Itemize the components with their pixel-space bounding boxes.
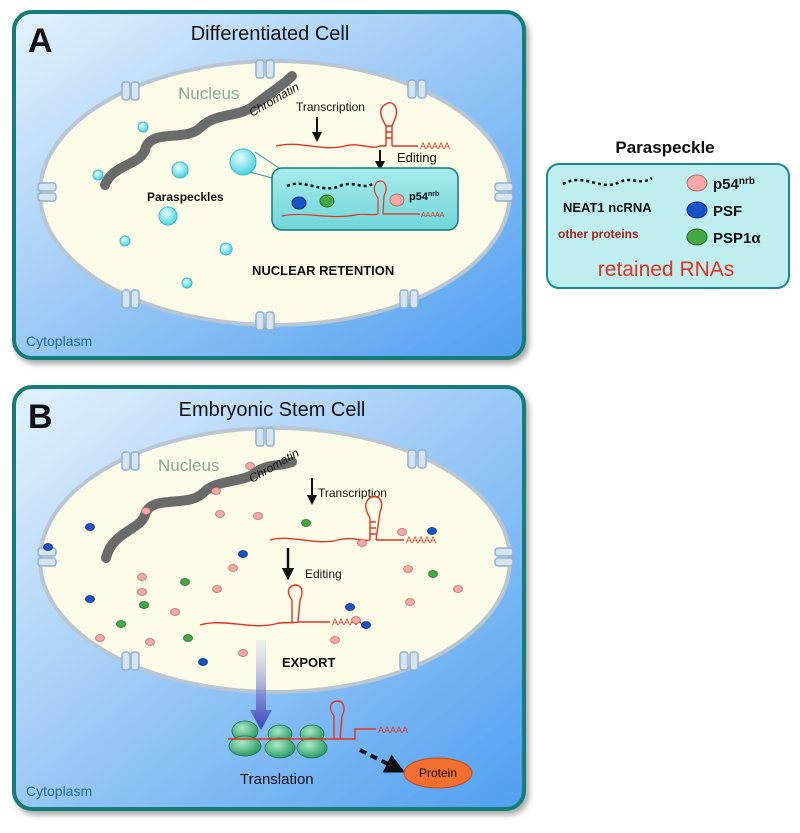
legend-ncrna-label: NEAT1 ncRNA bbox=[563, 200, 652, 215]
panel-a-title: Differentiated Cell bbox=[191, 23, 350, 45]
polya-b-3: AAAAA bbox=[378, 725, 408, 735]
legend-p54-label: p54nrb bbox=[713, 176, 755, 193]
rna-a bbox=[275, 102, 418, 149]
export-arrow bbox=[250, 640, 272, 730]
chromatin-a bbox=[100, 71, 297, 190]
cytoplasm-a-label: Cytoplasm bbox=[26, 333, 92, 349]
panel-a: A Differentiated Cell Nucleus Chromatin … bbox=[12, 10, 526, 360]
ribosomes bbox=[228, 720, 328, 759]
polya-a: AAAAA bbox=[420, 141, 450, 151]
zoom-psp1 bbox=[319, 194, 335, 208]
panel-b-letter: B bbox=[28, 398, 53, 436]
zoom-connector bbox=[249, 151, 283, 179]
panel-a-letter: A bbox=[28, 22, 53, 60]
paraspeckles-a-label: Paraspeckles bbox=[147, 190, 224, 204]
legend-title: Paraspeckle bbox=[615, 138, 714, 157]
zoom-p54-label: p54nrb bbox=[409, 191, 439, 203]
legend-retained-label: retained RNAs bbox=[598, 258, 735, 281]
nucleus-a-label: Nucleus bbox=[178, 84, 239, 103]
export-label: EXPORT bbox=[282, 655, 336, 670]
legend-psf-icon bbox=[686, 201, 708, 219]
zoom-neat1 bbox=[286, 182, 373, 190]
legend-ncrna-icon bbox=[562, 176, 653, 187]
panel-b: B Embryonic Stem Cell Nucleus Chromatin … bbox=[12, 385, 526, 811]
zoom-p54 bbox=[389, 193, 405, 207]
nuclear-pores-a bbox=[37, 59, 514, 331]
nuclear-retention-label: NUCLEAR RETENTION bbox=[252, 263, 394, 278]
nucleus-b-label: Nucleus bbox=[158, 456, 219, 475]
transcription-b-label: Transcription bbox=[318, 486, 387, 500]
protein-arrow bbox=[359, 748, 405, 773]
legend-psp1-icon bbox=[686, 228, 708, 246]
protein-label: Protein bbox=[419, 766, 457, 780]
legend-other-label: other proteins bbox=[558, 227, 639, 241]
legend-p54-icon bbox=[686, 174, 708, 192]
nuclear-pores-b bbox=[37, 427, 514, 671]
paraspeckles-a bbox=[92, 121, 257, 289]
chromatin-b bbox=[101, 457, 297, 563]
cytoplasm-b-label: Cytoplasm bbox=[26, 783, 92, 799]
zoom-psf bbox=[291, 196, 307, 210]
polya-b-2: AAAAA bbox=[332, 617, 362, 627]
legend: Paraspeckle NEAT1 ncRNA other proteins p… bbox=[546, 138, 790, 289]
translation-label: Translation bbox=[240, 771, 314, 788]
rna-b-3 bbox=[228, 700, 376, 740]
editing-a-label: Editing bbox=[397, 150, 437, 165]
legend-psf-label: PSF bbox=[713, 203, 742, 220]
polya-b-1: AAAAA bbox=[406, 535, 436, 545]
zoom-rna bbox=[281, 180, 420, 218]
zoom-polya: AAAAA bbox=[421, 212, 445, 219]
protein-node bbox=[403, 757, 473, 789]
proteins-scatter bbox=[43, 462, 463, 666]
legend-psp1-label: PSP1α bbox=[713, 230, 761, 247]
editing-b-label: Editing bbox=[305, 567, 342, 581]
legend-box bbox=[546, 163, 790, 289]
rna-b-2 bbox=[199, 584, 330, 627]
panel-b-title: Embryonic Stem Cell bbox=[179, 399, 366, 421]
transcription-a-label: Transcription bbox=[296, 100, 365, 114]
